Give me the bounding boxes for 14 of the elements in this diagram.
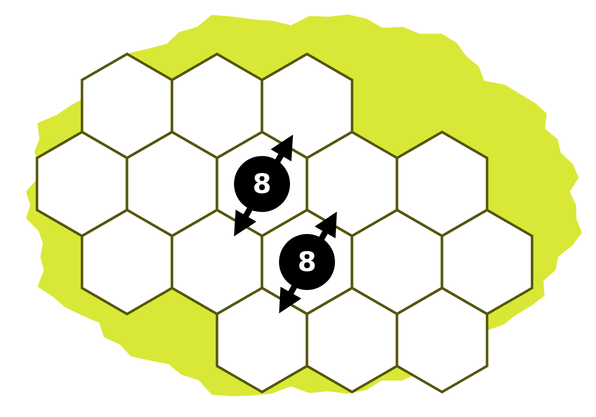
hexagon-tile	[36, 132, 128, 236]
hexagon-tile	[82, 54, 172, 158]
hexagon-tile	[262, 54, 352, 158]
hexagon-tile	[396, 288, 488, 392]
hexagon-tile	[172, 54, 262, 158]
hexagon-tile	[216, 288, 308, 392]
hexagon-tile	[306, 288, 398, 392]
hexagon-tile	[82, 210, 172, 314]
hexagon-tile	[126, 132, 218, 236]
hexagon-tile	[172, 210, 262, 314]
hexagon-tile	[352, 210, 442, 314]
hexagon-tile	[396, 132, 488, 236]
hexagon-tile	[442, 210, 532, 314]
hexagon-tile	[306, 132, 398, 236]
